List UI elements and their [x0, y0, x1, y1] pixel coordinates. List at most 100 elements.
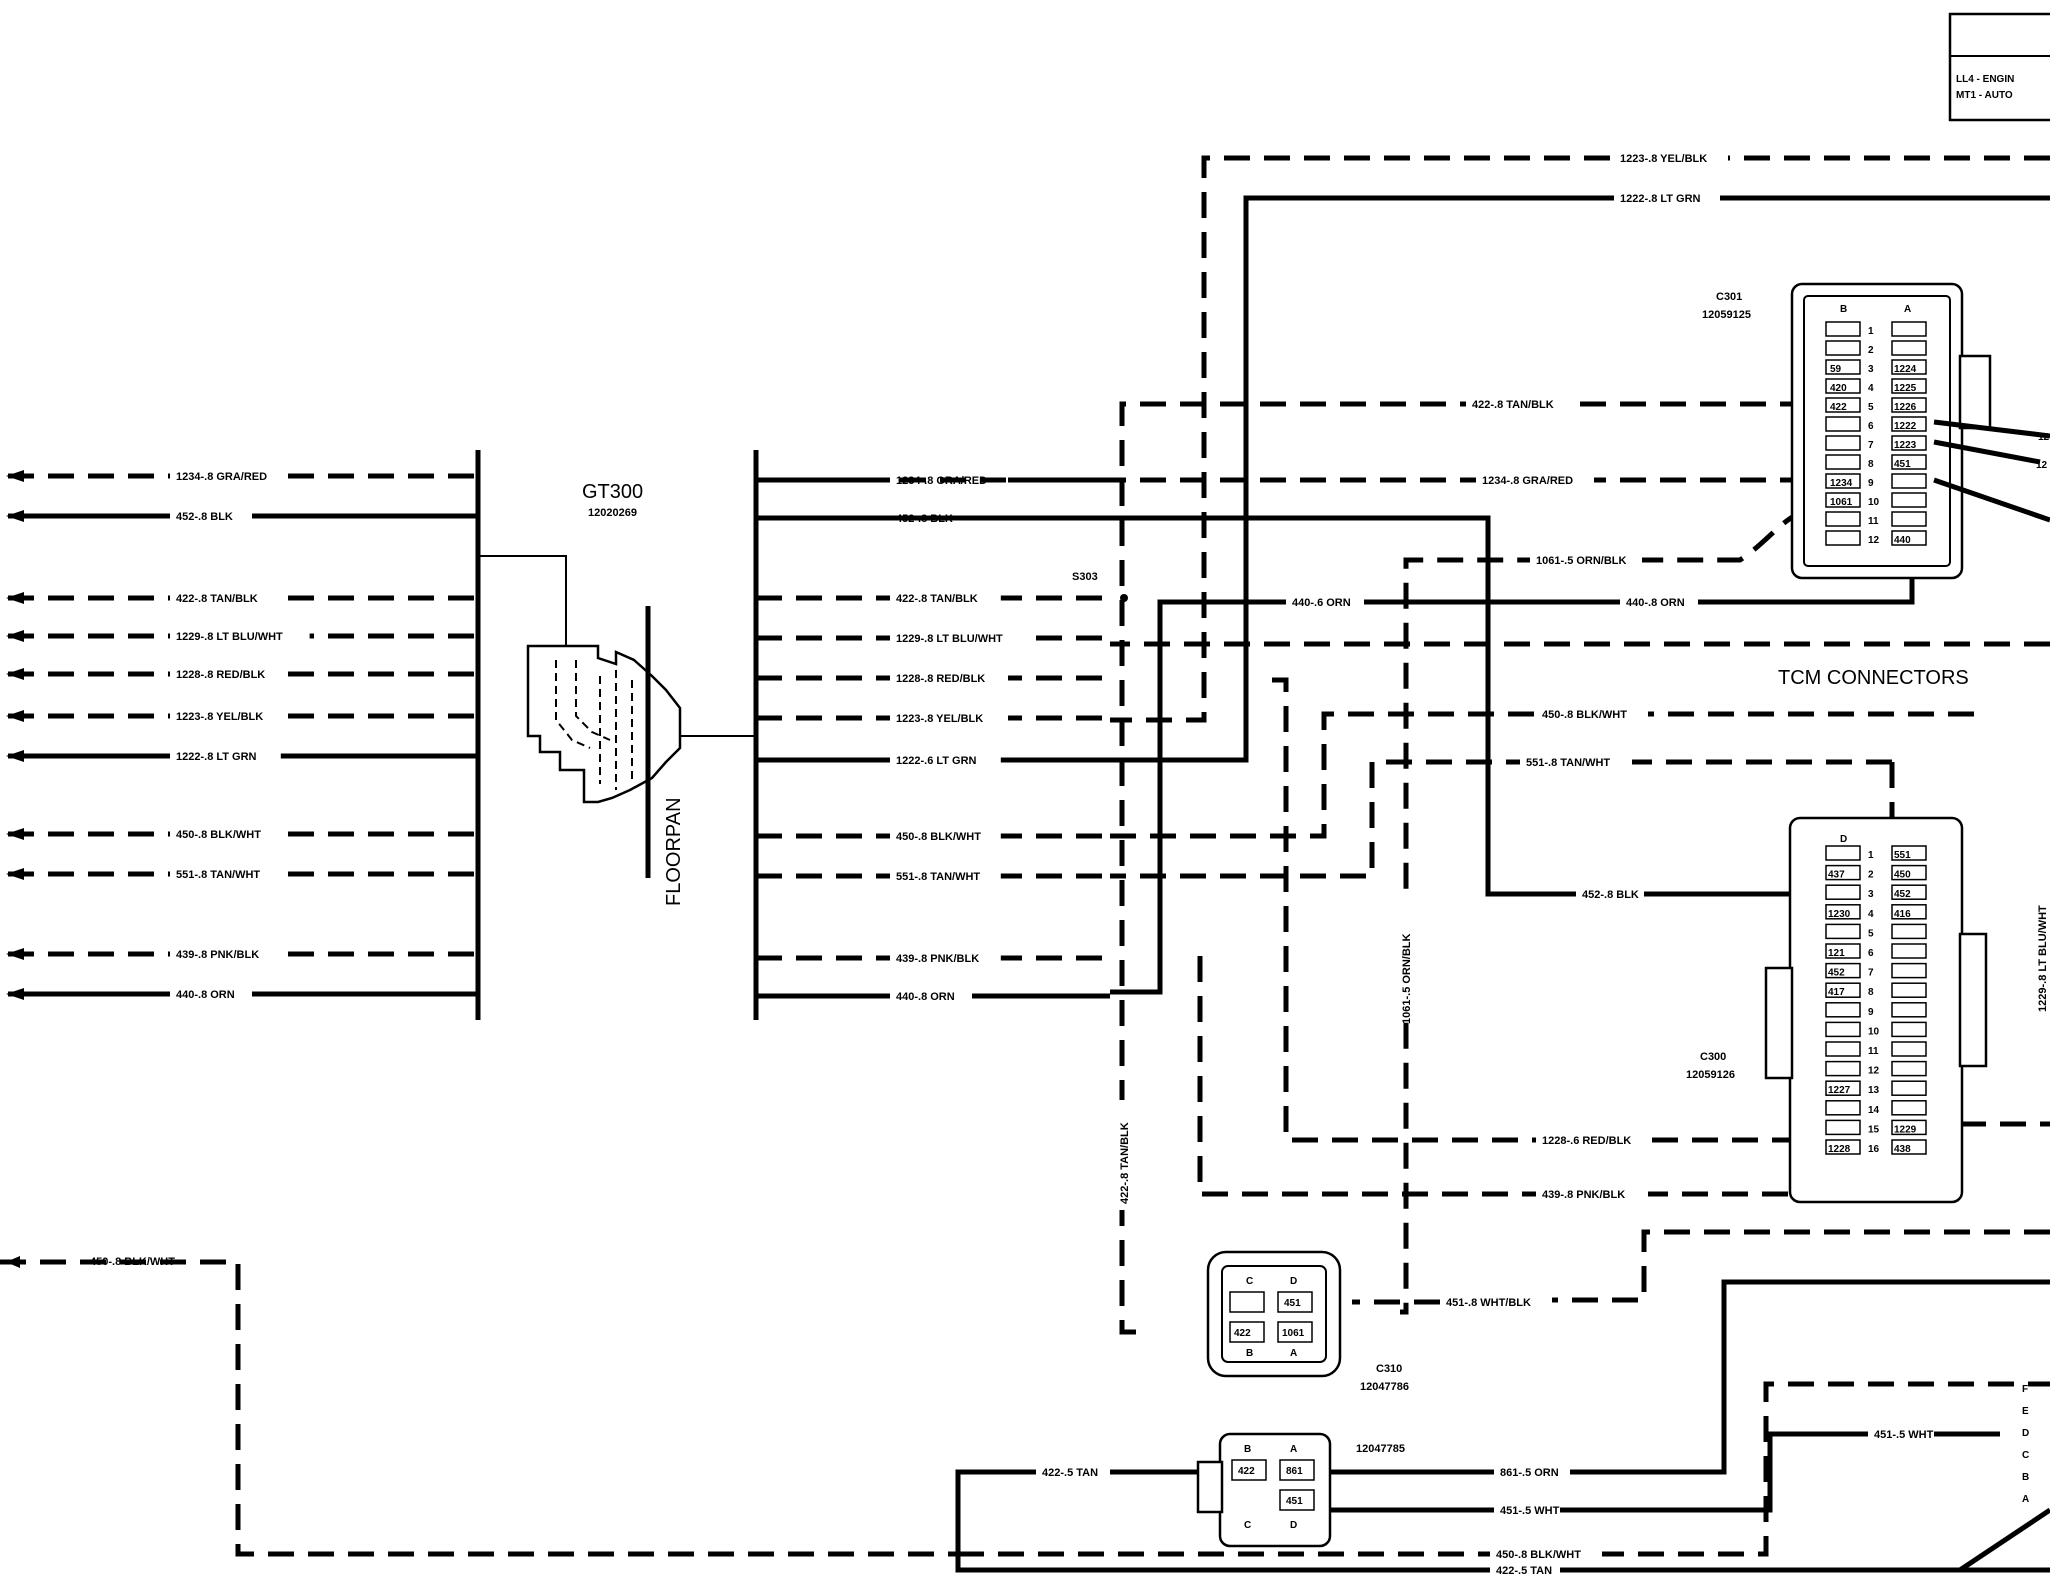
- c300-pin-d: 1230: [1828, 909, 1851, 920]
- right-wire-label-439: 439-.8 PNK/BLK: [896, 953, 979, 965]
- c300-pin-d: 1228: [1828, 1144, 1851, 1155]
- c300-row-num: 12: [1868, 1066, 1880, 1077]
- c301-part: 12059125: [1702, 309, 1751, 321]
- gt300-part: 12020269: [588, 507, 637, 519]
- edge-letter-B: B: [2022, 1472, 2029, 1483]
- route-450-left-bottom: 450-.8 BLK/WHT: [90, 1256, 175, 1268]
- right-wire-label-1222: 1222-.6 LT GRN: [896, 755, 977, 767]
- c301-pin-b: 1234: [1830, 478, 1853, 489]
- bottom-routes: 450-.8 BLK/WHT 422-.5 TAN 422-.5 TAN 861…: [0, 1256, 2050, 1577]
- c300-pin-d: 437: [1828, 870, 1845, 881]
- c300-pin-c: 416: [1894, 909, 1911, 920]
- route-440-orn-b: 440-.8 ORN: [1626, 597, 1685, 609]
- c300-row-num: 15: [1868, 1124, 1880, 1135]
- left-wire-label-1234: 1234-.8 GRA/RED: [176, 471, 267, 483]
- c301-edge-pin-1: 12: [2038, 432, 2050, 443]
- route-1228-redblk: 1228-.6 RED/BLK: [1542, 1135, 1631, 1147]
- c301-pin-a: 440: [1894, 535, 1911, 546]
- left-wire-label-450: 450-.8 BLK/WHT: [176, 829, 261, 841]
- route-422-tan-bottom: 422-.5 TAN: [1496, 1565, 1552, 1577]
- c301-name: C301: [1716, 291, 1742, 303]
- c301-row-num: 8: [1868, 459, 1874, 470]
- route-1061-vertical: 1061-.5 ORN/BLK: [1401, 933, 1413, 1024]
- gt300-name: GT300: [582, 481, 643, 503]
- route-1229-vertical: 1229-.8 LT BLU/WHT: [2037, 905, 2049, 1012]
- c300-pin-d: 417: [1828, 987, 1845, 998]
- c300-pin-c: 1229: [1894, 1124, 1917, 1135]
- c300-row-num: 6: [1868, 948, 1874, 959]
- right-wire-label-1229: 1229-.8 LT BLU/WHT: [896, 633, 1003, 645]
- c300-row-num: 11: [1868, 1046, 1879, 1057]
- route-452-blk: 452-.8 BLK: [1582, 889, 1639, 901]
- c-lower-col-d: D: [1290, 1520, 1297, 1531]
- right-wire-label-440: 440-.8 ORN: [896, 991, 955, 1003]
- c300-row-num: 2: [1868, 870, 1874, 881]
- route-439-pnkblk: 439-.8 PNK/BLK: [1542, 1189, 1625, 1201]
- route-551-tanwht: 551-.8 TAN/WHT: [1526, 757, 1610, 769]
- left-wire-label-439: 439-.8 PNK/BLK: [176, 949, 259, 961]
- right-wire-label-1228: 1228-.8 RED/BLK: [896, 673, 985, 685]
- route-440-orn-a: 440-.6 ORN: [1292, 597, 1351, 609]
- c300-row-num: 13: [1868, 1085, 1880, 1096]
- c310-name: C310: [1376, 1363, 1402, 1375]
- left-wire-label-422: 422-.8 TAN/BLK: [176, 593, 258, 605]
- c310-pin-a: 1061: [1282, 1328, 1305, 1339]
- c301-routes: 422-.8 TAN/BLK 1234-.8 GRA/RED 1061-.5 O…: [758, 398, 1915, 1335]
- c300-row-num: 9: [1868, 1007, 1874, 1018]
- c-lower-part: 12047785: [1356, 1443, 1405, 1455]
- route-1061-ornblk: 1061-.5 ORN/BLK: [1536, 555, 1627, 567]
- c300-row-num: 14: [1868, 1105, 1880, 1116]
- route-1234-grared: 1234-.8 GRA/RED: [1482, 475, 1573, 487]
- left-wire-label-1222: 1222-.8 LT GRN: [176, 751, 257, 763]
- c301-row-num: 4: [1868, 383, 1874, 394]
- left-wire-label-440: 440-.8 ORN: [176, 989, 235, 1001]
- c-lower-col-c: C: [1244, 1520, 1251, 1531]
- c301-row-num: 5: [1868, 402, 1874, 413]
- route-451-wht: 451-.5 WHT: [1500, 1505, 1560, 1517]
- c301-row-num: 1: [1868, 326, 1874, 337]
- route-422-vertical: 422-.8 TAN/BLK: [1119, 1122, 1131, 1204]
- c301-pin-a: 1224: [1894, 364, 1917, 375]
- c-lower-pin-d: 451: [1286, 1496, 1303, 1507]
- c300-pin-c: 551: [1894, 850, 1911, 861]
- c301-row-num: 7: [1868, 440, 1874, 451]
- c300-row-num: 8: [1868, 987, 1874, 998]
- floorpan-label: FLOORPAN: [663, 797, 685, 906]
- c300-row-num: 10: [1868, 1026, 1880, 1037]
- c300-name: C300: [1700, 1051, 1726, 1063]
- tcm-heading: TCM CONNECTORS: [1778, 667, 1969, 689]
- route-451-whtblk: 451-.8 WHT/BLK: [1446, 1297, 1531, 1309]
- c300-row-num: 7: [1868, 968, 1874, 979]
- c301-col-b: B: [1840, 304, 1847, 315]
- c301-pin-b: 1061: [1830, 497, 1853, 508]
- route-450-blkwht: 450-.8 BLK/WHT: [1542, 709, 1627, 721]
- edge-letter-A: A: [2022, 1494, 2029, 1505]
- c-lower-col-a: A: [1290, 1444, 1297, 1455]
- c300-pin-c: 438: [1894, 1144, 1911, 1155]
- right-wire-label-450: 450-.8 BLK/WHT: [896, 831, 981, 843]
- c301-pin-b: 420: [1830, 383, 1847, 394]
- edge-letter-E: E: [2022, 1406, 2029, 1417]
- route-422-tan-a: 422-.5 TAN: [1042, 1467, 1098, 1479]
- title-box: LL4 - ENGIN MT1 - AUTO: [1948, 12, 2050, 122]
- c301-pin-b: 422: [1830, 402, 1847, 413]
- c310-part: 12047786: [1360, 1381, 1409, 1393]
- c301-row-num: 6: [1868, 421, 1874, 432]
- right-wire-label-551: 551-.8 TAN/WHT: [896, 871, 980, 883]
- c-lower-pin-b: 422: [1238, 1466, 1255, 1477]
- c300-row-num: 16: [1868, 1144, 1880, 1155]
- c310-pin-b: 422: [1234, 1328, 1251, 1339]
- c301-pin-a: 1225: [1894, 383, 1917, 394]
- c310-col-d: D: [1290, 1276, 1297, 1287]
- edge-letter-F: F: [2022, 1384, 2028, 1395]
- c300-pin-c: 452: [1894, 889, 1911, 900]
- gt300-connector: GT300 12020269 FLOORPAN: [480, 481, 758, 906]
- c-lower-connector: B A 422 861 451 C D 12047785: [1196, 1432, 1405, 1548]
- c301-row-num: 2: [1868, 345, 1874, 356]
